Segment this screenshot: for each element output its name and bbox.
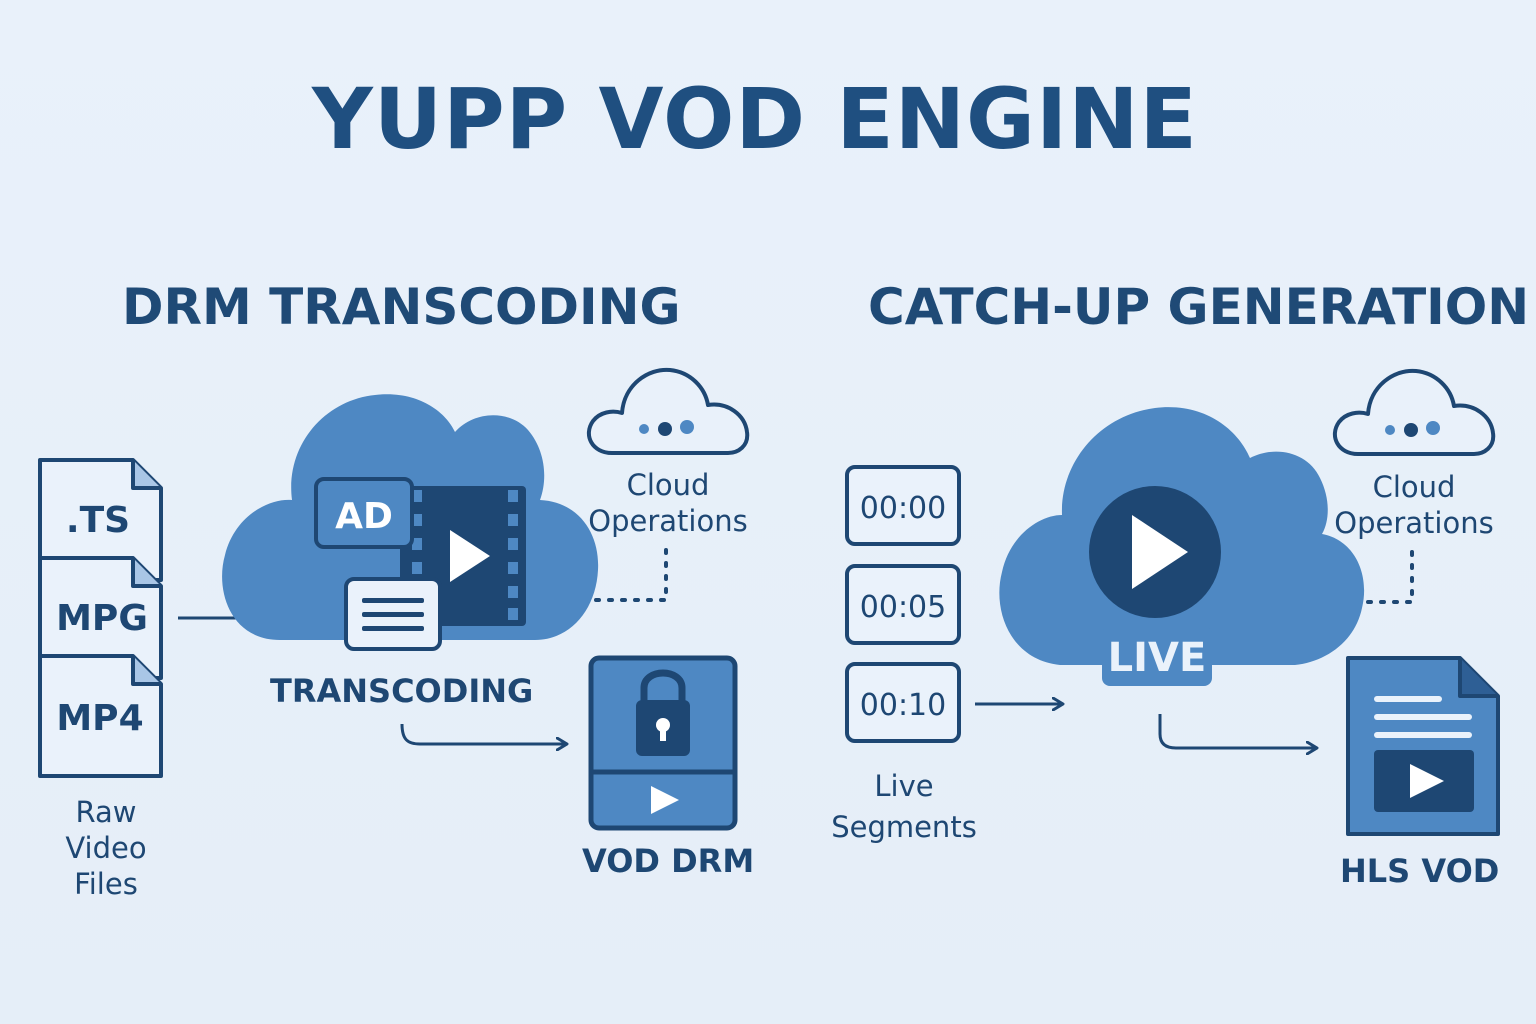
- file-icon-mpg: MPG: [38, 556, 163, 680]
- catchup-generation-heading: CATCH-UP GENERATION: [868, 278, 1530, 336]
- cloud-operations-icon-right: [1332, 368, 1496, 456]
- film-play-icon: [450, 530, 490, 582]
- cloud-ops-left-line-2: Operations: [588, 504, 748, 538]
- raw-video-files-caption: Raw Video Files: [44, 794, 168, 902]
- live-badge-label: LIVE: [1108, 635, 1207, 681]
- timestamp-0010: 00:10: [860, 688, 946, 723]
- raw-caption-line-1: Raw: [75, 795, 137, 829]
- vod-drm-label: VOD DRM: [582, 842, 755, 880]
- file-label-mpg: MPG: [56, 598, 148, 639]
- cloud-ops-left-line-1: Cloud: [626, 468, 710, 502]
- ad-badge: AD: [314, 477, 414, 549]
- cloud-ops-right-line-2: Operations: [1334, 506, 1494, 540]
- hls-vod-document-icon: [1346, 656, 1500, 836]
- timestamp-0000: 00:00: [860, 491, 946, 526]
- dotted-connector-left: [594, 545, 668, 602]
- cloud-dot-right-2: [1404, 423, 1418, 437]
- live-badge: LIVE: [1102, 626, 1212, 686]
- cloud-ops-right-line-1: Cloud: [1372, 470, 1456, 504]
- live-segments-caption: Live Segments: [828, 766, 980, 848]
- timestamp-box-0005: 00:05: [845, 564, 961, 645]
- timestamp-box-0000: 00:00: [845, 465, 961, 546]
- transcoding-label: TRANSCODING: [270, 672, 534, 710]
- cloud-operations-label-right: Cloud Operations: [1328, 469, 1500, 541]
- raw-caption-line-3: Files: [74, 867, 138, 901]
- arrow-live-to-hls: [1158, 714, 1316, 748]
- cloud-operations-label-left: Cloud Operations: [582, 467, 754, 539]
- raw-caption-line-2: Video: [65, 831, 147, 865]
- cloud-operations-icon-left: [586, 367, 750, 455]
- dotted-connector-right: [1366, 550, 1414, 604]
- file-label-ts: .TS: [66, 500, 130, 541]
- file-label-mp4: MP4: [56, 698, 143, 739]
- cloud-dot-left-3: [680, 420, 694, 434]
- vod-drm-play-icon: [651, 786, 679, 814]
- ad-badge-label: AD: [335, 496, 393, 537]
- cloud-dot-left-2: [658, 422, 672, 436]
- cloud-dot-right-1: [1385, 425, 1395, 435]
- segments-caption-line-2: Segments: [831, 810, 977, 844]
- drm-transcoding-heading: DRM TRANSCODING: [122, 278, 681, 336]
- timestamp-0005: 00:05: [860, 590, 946, 625]
- segments-caption-line-1: Live: [874, 769, 934, 803]
- cloud-dot-right-3: [1426, 421, 1440, 435]
- arrow-transcoding-to-drm: [400, 723, 566, 744]
- timestamp-box-0010: 00:10: [845, 662, 961, 743]
- hls-vod-label: HLS VOD: [1340, 852, 1500, 890]
- live-play-icon: [1132, 515, 1188, 589]
- hls-play-icon: [1410, 764, 1444, 798]
- cloud-dot-left-1: [639, 424, 649, 434]
- subtitle-card-icon: [344, 577, 442, 651]
- file-icon-mp4: MP4: [38, 654, 163, 778]
- file-icon-ts: .TS: [38, 458, 163, 582]
- vod-drm-icon: [588, 655, 738, 831]
- main-title: YUPP VOD ENGINE: [312, 70, 1198, 168]
